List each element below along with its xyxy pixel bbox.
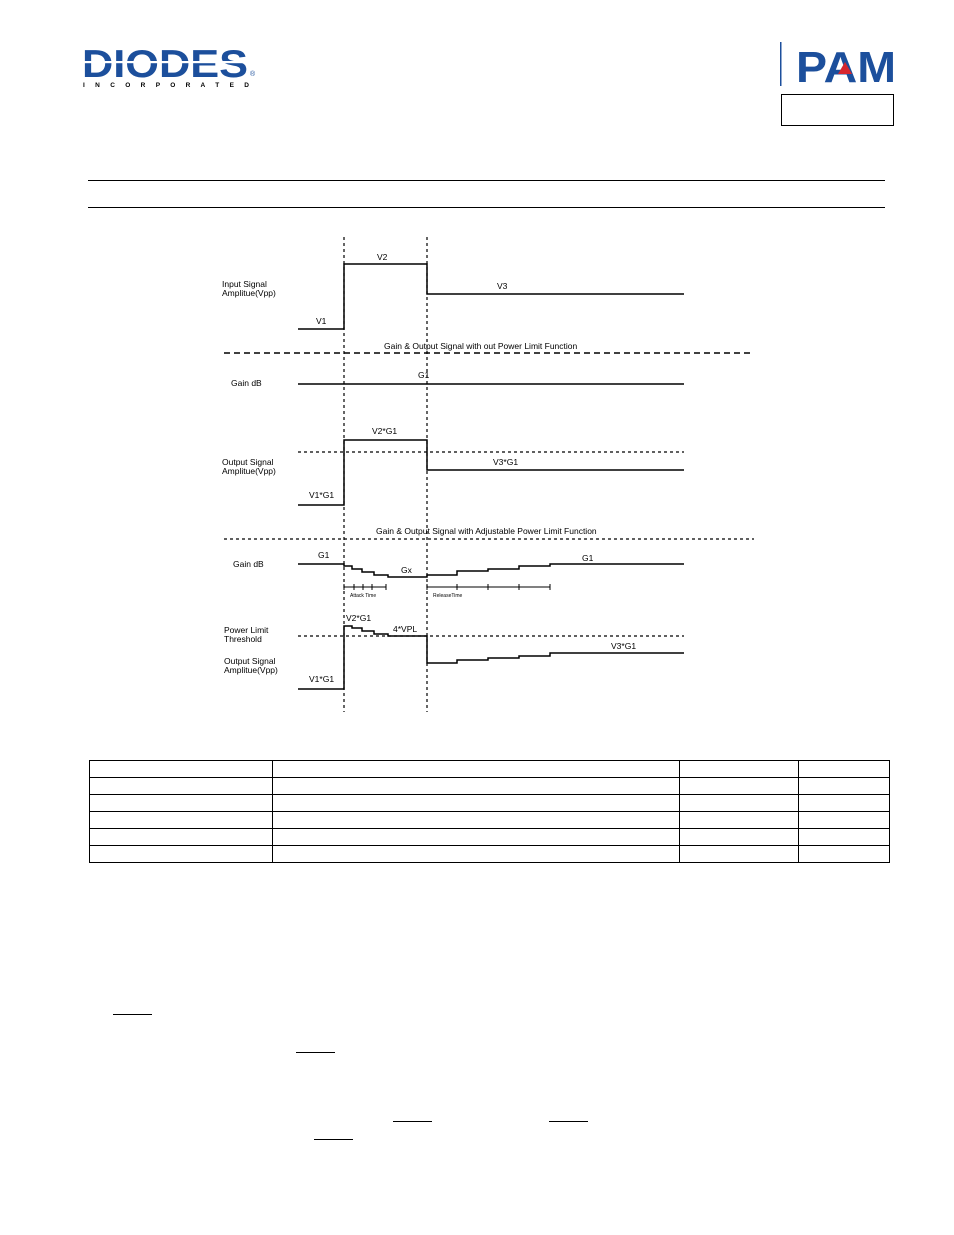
gain-g1-left-label: G1 xyxy=(318,550,330,560)
gain-label-no-limit: Gain dB xyxy=(231,378,262,388)
attack-time-label: Attack Time xyxy=(350,593,376,599)
table-cell xyxy=(798,811,890,829)
table-cell xyxy=(798,845,890,863)
spec-table-body xyxy=(89,760,890,863)
diodes-logo: DIODES ® I N C O R P O R A T E D xyxy=(82,43,256,89)
section-title-no-limit: Gain & Output Signal with out Power Limi… xyxy=(384,341,578,351)
output-v2g1-label-no-limit: V2*G1 xyxy=(372,426,397,436)
table-row xyxy=(89,760,890,778)
input-v3-label: V3 xyxy=(497,281,508,291)
output-v1g1-label-limit: V1*G1 xyxy=(309,674,334,684)
output-label-limit-1: Output Signal xyxy=(224,656,276,666)
table-cell xyxy=(798,760,890,778)
table-cell xyxy=(272,760,680,778)
pam-logo: PAM xyxy=(778,40,900,130)
section-rule-top xyxy=(88,180,885,181)
table-row xyxy=(89,828,890,846)
table-cell xyxy=(798,794,890,812)
underline-mark-4 xyxy=(549,1121,588,1122)
input-signal-trace xyxy=(298,263,684,330)
gain-gx-label: Gx xyxy=(401,565,413,575)
diodes-logo-stripe xyxy=(82,61,248,64)
table-cell xyxy=(272,828,680,846)
output-v3g1-label-no-limit: V3*G1 xyxy=(493,457,518,467)
underline-mark-1 xyxy=(113,1014,152,1015)
table-row xyxy=(89,845,890,863)
table-cell xyxy=(89,811,273,829)
threshold-label-2: Threshold xyxy=(224,634,262,644)
output-label-no-limit-1: Output Signal xyxy=(222,457,274,467)
gain-g1-right-label: G1 xyxy=(582,553,594,563)
gain-trace-limit xyxy=(298,563,684,578)
table-cell xyxy=(89,845,273,863)
output-trace-no-limit xyxy=(298,439,684,506)
threshold-label-1: Power Limit xyxy=(224,625,269,635)
gain-g1-label-no-limit: G1 xyxy=(418,370,430,380)
output-v3g1-label-limit: V3*G1 xyxy=(611,641,636,651)
table-row xyxy=(89,794,890,812)
output-v1g1-label-no-limit: V1*G1 xyxy=(309,490,334,500)
table-cell xyxy=(798,777,890,795)
part-number-box xyxy=(781,94,894,126)
pam-logo-mark: PAM xyxy=(780,42,896,92)
release-time-marker xyxy=(426,584,551,590)
input-signal-label-1: Input Signal xyxy=(222,279,267,289)
input-v2-label: V2 xyxy=(377,252,388,262)
table-row xyxy=(89,811,890,829)
release-time-label: ReleaseTime xyxy=(433,593,462,599)
output-label-no-limit-2: Amplitue(Vpp) xyxy=(222,466,276,476)
input-v1-label: V1 xyxy=(316,316,327,326)
underline-mark-5 xyxy=(314,1139,353,1140)
spec-table xyxy=(89,760,890,863)
gain-label-limit: Gain dB xyxy=(233,559,264,569)
table-cell xyxy=(679,828,799,846)
table-cell xyxy=(679,794,799,812)
output-vpl-label: 4*VPL xyxy=(393,624,417,634)
attack-time-marker xyxy=(343,584,387,590)
table-cell xyxy=(272,794,680,812)
table-cell xyxy=(798,828,890,846)
section-title-limit: Gain & Output Signal with Adjustable Pow… xyxy=(376,526,597,536)
table-row xyxy=(89,777,890,795)
output-label-limit-2: Amplitue(Vpp) xyxy=(224,665,278,675)
diodes-logo-text: DIODES xyxy=(82,43,248,86)
output-trace-limit xyxy=(298,625,684,690)
table-cell xyxy=(272,845,680,863)
pam-logo-bar xyxy=(780,42,782,86)
table-cell xyxy=(272,777,680,795)
table-cell xyxy=(89,760,273,778)
diodes-logo-registered: ® xyxy=(250,70,256,78)
table-cell xyxy=(679,811,799,829)
table-cell xyxy=(679,760,799,778)
output-v2g1-label-limit: V2*G1 xyxy=(346,613,371,623)
table-cell xyxy=(89,828,273,846)
table-cell xyxy=(89,794,273,812)
table-cell xyxy=(679,845,799,863)
input-signal-label-2: Amplitue(Vpp) xyxy=(222,288,276,298)
table-cell xyxy=(272,811,680,829)
underline-mark-2 xyxy=(296,1052,335,1053)
section-rule-bottom xyxy=(88,207,885,208)
table-cell xyxy=(89,777,273,795)
table-cell xyxy=(679,777,799,795)
pam-logo-red-triangle xyxy=(838,62,852,74)
underline-mark-3 xyxy=(393,1121,432,1122)
